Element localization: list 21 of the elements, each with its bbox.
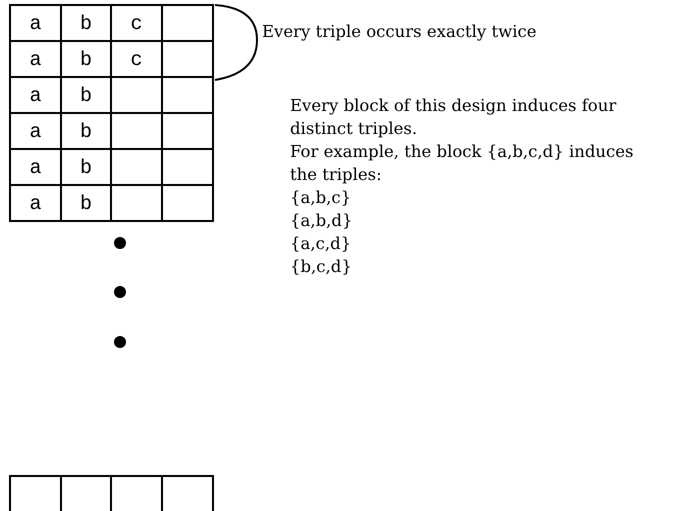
table-cell-text: b	[78, 12, 93, 38]
note-text: For example, the block {a,b,c,d} induces the triples:	[290, 141, 635, 186]
table-cell-text: b	[78, 120, 93, 146]
triple-text: {a,b,c}	[290, 187, 352, 209]
table-cell-text: a	[28, 84, 42, 110]
note-text: Every block of this design induces four distinct triples.	[290, 95, 618, 140]
bracket-note: Every triple occurs exactly twice	[262, 21, 537, 43]
table-cell-text: b	[78, 84, 93, 110]
table-cell-text: c	[129, 12, 144, 38]
triple-text: {b,c,d}	[290, 256, 352, 278]
table-cell-text: b	[78, 192, 93, 218]
triple-text: {a,c,d}	[290, 233, 352, 255]
table-cell-text: c	[129, 48, 144, 74]
triple-text: {a,b,d}	[290, 210, 352, 232]
table-cell-text: a	[28, 192, 42, 218]
table-cell-text: b	[78, 156, 93, 182]
table-cell-text: b	[78, 48, 93, 74]
table-cell-text: a	[28, 120, 42, 146]
table-cell-text: a	[28, 48, 42, 74]
table-cell-text: a	[28, 12, 42, 38]
table-cell-text: a	[28, 156, 42, 182]
